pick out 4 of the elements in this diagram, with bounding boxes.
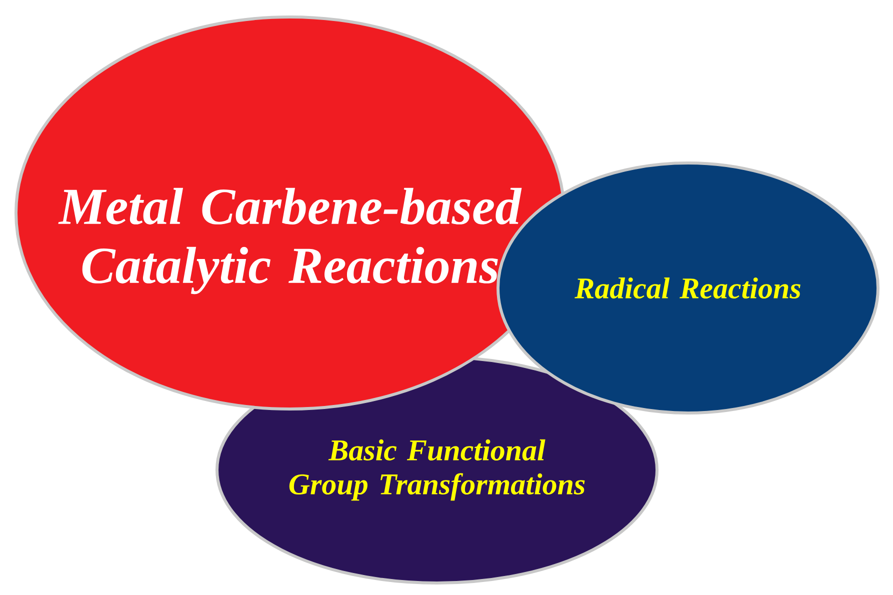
topic-label: Metal Carbene-based Catalytic Reactions <box>58 188 522 294</box>
topic-label: Basic Functional Group Transformations <box>289 439 585 501</box>
topic-label: Radical Reactions <box>574 277 800 299</box>
topic-ellipse <box>14 16 566 410</box>
